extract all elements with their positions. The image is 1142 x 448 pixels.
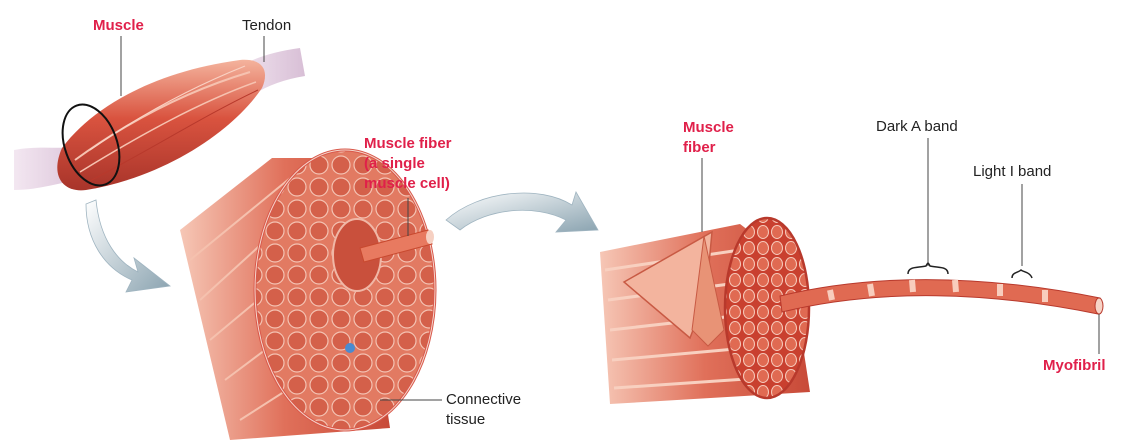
label-dark-a-band: Dark A band (876, 118, 958, 136)
label-myofibril: Myofibril (1043, 357, 1106, 375)
label-connective-1: Connective (446, 391, 521, 409)
label-muscle-fiber-1: Muscle fiber (364, 135, 452, 153)
label-muscle-fiber-2: (a single (364, 155, 425, 173)
label-muscle: Muscle (93, 17, 144, 35)
label-tendon: Tendon (242, 17, 291, 35)
label-fiber2-1: Muscle (683, 119, 734, 137)
label-fiber2-2: fiber (683, 139, 716, 157)
label-connective-2: tissue (446, 411, 485, 429)
label-light-i-band: Light I band (973, 163, 1051, 181)
myofibril-strand (780, 280, 1100, 314)
label-muscle-fiber-3: muscle cell) (364, 175, 450, 193)
arrow-down-icon (86, 200, 170, 292)
muscle-bundle (180, 150, 442, 440)
nerve-dot (345, 343, 355, 353)
arrow-right-icon (446, 192, 598, 232)
i-band-brace (1012, 270, 1032, 278)
